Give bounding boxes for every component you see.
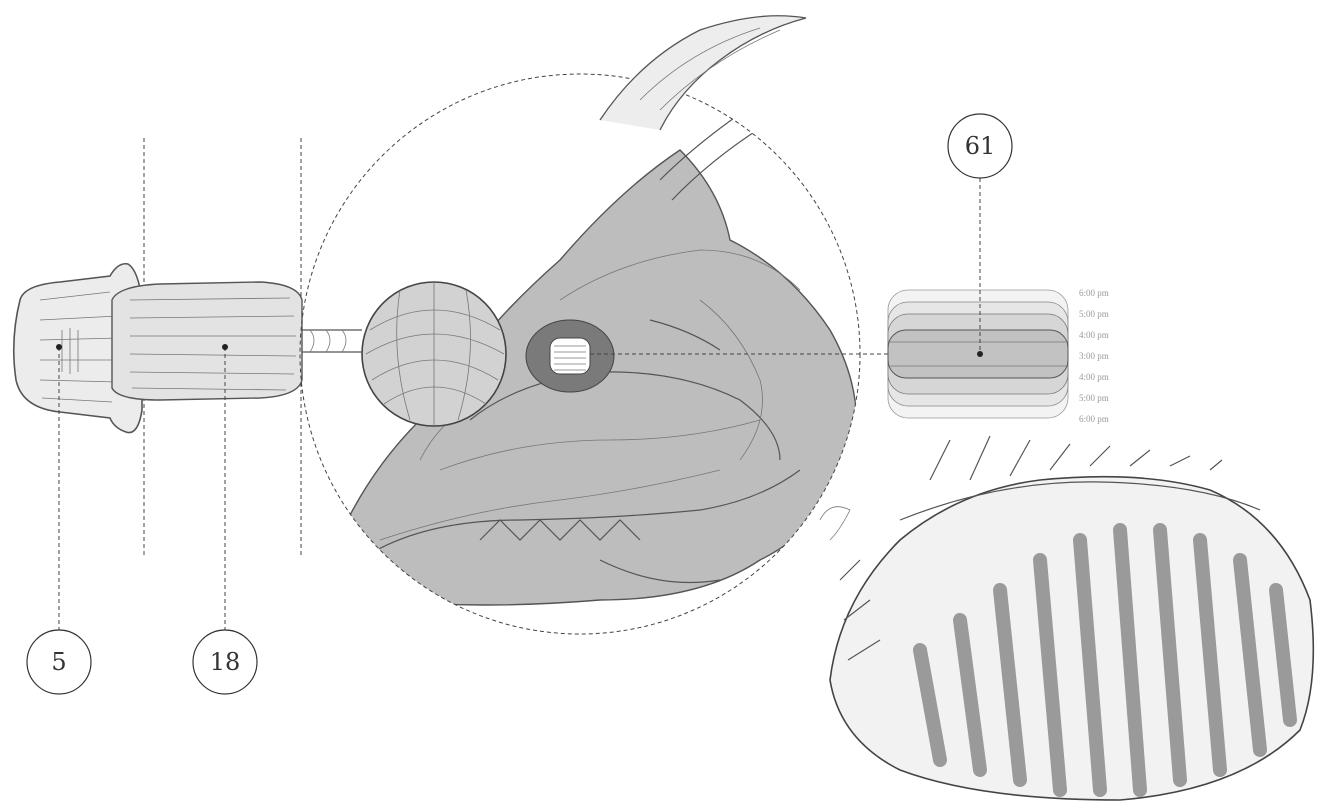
time-label: 4:00 pm [1079, 372, 1109, 382]
rib-cage-illustration [820, 436, 1313, 800]
callout-18: 18 [193, 630, 257, 694]
callout-61: 61 [948, 114, 1012, 178]
time-label: 5:00 pm [1079, 393, 1109, 403]
time-label: 6:00 pm [1079, 288, 1109, 298]
cylinder-illustration [112, 282, 362, 400]
time-label: 3:00 pm [1079, 351, 1109, 361]
callout-5: 5 [27, 630, 91, 694]
callout-number: 61 [965, 132, 996, 160]
time-label: 5:00 pm [1079, 309, 1109, 319]
anchor-dot-18 [222, 344, 228, 350]
anchor-dot-61 [977, 351, 983, 357]
sphere-illustration [362, 282, 506, 426]
anchor-dot-5 [56, 344, 62, 350]
callout-number: 18 [210, 648, 241, 676]
time-scale: 6:00 pm 5:00 pm 4:00 pm 3:00 pm 4:00 pm … [1079, 288, 1109, 424]
time-label: 4:00 pm [1079, 330, 1109, 340]
callout-number: 5 [51, 648, 66, 676]
time-label: 6:00 pm [1079, 414, 1109, 424]
